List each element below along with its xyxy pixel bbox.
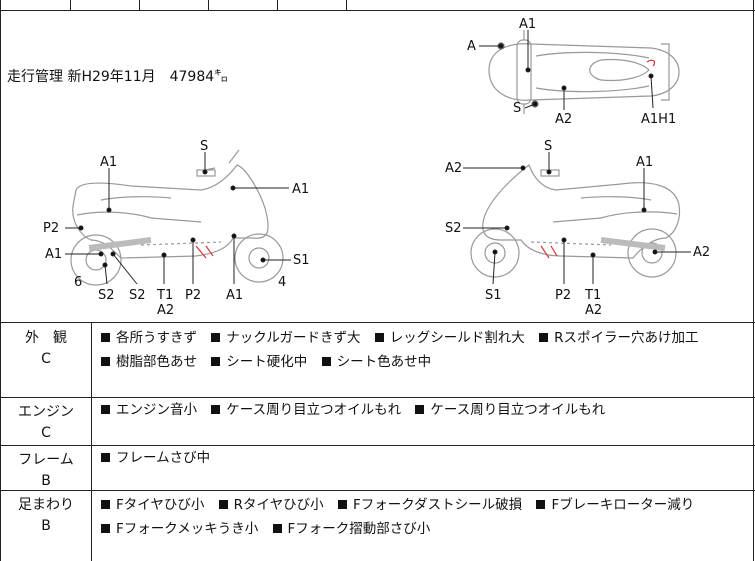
diagram-label: A2 bbox=[555, 112, 572, 127]
diagram-label: 6 bbox=[74, 275, 82, 290]
diagram-label: A1 bbox=[226, 288, 243, 303]
category-divider bbox=[91, 322, 92, 561]
diagram-label: P2 bbox=[43, 221, 59, 236]
mileage-label: 走行管理 bbox=[7, 69, 63, 85]
diagram-label: A2 bbox=[157, 303, 174, 318]
remark-item: シート硬化中 bbox=[226, 354, 308, 370]
remark-item: Rタイヤひび小 bbox=[233, 497, 324, 513]
category-label: エンジン bbox=[18, 404, 74, 420]
diagram-label: S1 bbox=[485, 288, 502, 303]
remark-item: ケース周り目立つオイルもれ bbox=[430, 402, 606, 418]
category-grade: B bbox=[41, 473, 51, 489]
damage-diagram: A1 A S A2 A1H1 S A1 A1 P2 A1 6 S2 S2 T1 … bbox=[43, 17, 710, 318]
remark-item: Fフォーク摺動部さび小 bbox=[287, 521, 431, 537]
diagram-label: S1 bbox=[293, 253, 310, 268]
section-border bbox=[1, 397, 755, 398]
section-border bbox=[1, 322, 755, 323]
remark-item: ケース周り目立つオイルもれ bbox=[226, 402, 402, 418]
stub-divider bbox=[70, 0, 71, 10]
diagram-label: A1H1 bbox=[641, 112, 676, 127]
section-border bbox=[1, 490, 755, 491]
suspension-remarks: Fタイヤひび小 Rタイヤひび小 Fフォークダストシール破損 Fブレーキローター減… bbox=[99, 493, 749, 541]
diagram-label: T1 bbox=[584, 288, 601, 303]
diagram-label: T1 bbox=[156, 288, 173, 303]
remark-item: Fブレーキローター減り bbox=[551, 497, 695, 513]
remark-item: ナックルガードきず大 bbox=[226, 330, 361, 346]
category-suspension: 足まわり B bbox=[1, 495, 91, 537]
diagram-label: A1 bbox=[519, 17, 536, 32]
diagram-label: A1 bbox=[292, 182, 309, 197]
exterior-remarks: 各所うすきず ナックルガードきず大 レッグシールド割れ大 Rスポイラー穴あけ加工… bbox=[99, 326, 749, 374]
category-frame: フレーム B bbox=[1, 450, 91, 492]
diagram-label: A bbox=[467, 39, 476, 54]
diagram-label: 4 bbox=[278, 275, 286, 290]
top-view-scooter bbox=[488, 30, 680, 114]
remark-item: Fフォークメッキうき小 bbox=[116, 521, 259, 537]
right-view-scooter bbox=[470, 164, 681, 278]
diagram-labels: A1 A S A2 A1H1 S A1 A1 P2 A1 6 S2 S2 T1 … bbox=[43, 17, 710, 318]
remark-item: Rスポイラー穴あけ加工 bbox=[554, 330, 699, 346]
category-grade: C bbox=[41, 351, 51, 367]
stub-divider bbox=[139, 0, 140, 10]
category-label: フレーム bbox=[18, 452, 74, 468]
remark-item: 各所うすきず bbox=[116, 330, 197, 346]
diagram-label: S2 bbox=[129, 288, 146, 303]
stub-divider bbox=[277, 0, 278, 10]
diagram-label: S2 bbox=[98, 288, 115, 303]
remark-item: シート色あせ中 bbox=[336, 354, 432, 370]
frame-remarks: フレームさび中 bbox=[99, 446, 749, 470]
left-view-scooter bbox=[70, 149, 284, 286]
stub-divider bbox=[346, 0, 347, 10]
category-grade: B bbox=[41, 518, 51, 534]
diagram-label: S bbox=[513, 101, 521, 116]
stub-divider bbox=[208, 0, 209, 10]
category-grade: C bbox=[41, 425, 51, 441]
remark-item: フレームさび中 bbox=[116, 450, 211, 466]
diagram-label: S bbox=[200, 139, 208, 154]
top-row-border bbox=[1, 10, 755, 11]
diagram-label: A1 bbox=[45, 247, 62, 262]
remark-item: 樹脂部色あせ bbox=[116, 354, 197, 370]
remark-item: Fフォークダストシール破損 bbox=[352, 497, 523, 513]
engine-remarks: エンジン音小 ケース周り目立つオイルもれ ケース周り目立つオイルもれ bbox=[99, 398, 749, 422]
diagram-label: P2 bbox=[555, 288, 571, 303]
diagram-label: P2 bbox=[185, 288, 201, 303]
diagram-label: S2 bbox=[445, 221, 462, 236]
section-border bbox=[1, 445, 755, 446]
remark-item: Fタイヤひび小 bbox=[116, 497, 205, 513]
diagram-label: S bbox=[544, 139, 552, 154]
remark-item: エンジン音小 bbox=[116, 402, 197, 418]
mileage-value: 新H29年11月 47984㌔ bbox=[67, 69, 229, 85]
mileage-record: 走行管理 新H29年11月 47984㌔ bbox=[7, 66, 228, 86]
remark-item: レッグシールド割れ大 bbox=[389, 330, 525, 346]
diagram-label: A2 bbox=[445, 161, 462, 176]
category-engine: エンジン C bbox=[1, 402, 91, 444]
diagram-label: A1 bbox=[636, 155, 653, 170]
category-label: 足まわり bbox=[18, 497, 74, 513]
category-label: 外 観 bbox=[25, 330, 67, 346]
category-exterior: 外 観 C bbox=[1, 328, 91, 370]
diagram-label: A2 bbox=[585, 303, 602, 318]
diagram-label: A1 bbox=[100, 155, 117, 170]
diagram-label: A2 bbox=[693, 245, 710, 260]
